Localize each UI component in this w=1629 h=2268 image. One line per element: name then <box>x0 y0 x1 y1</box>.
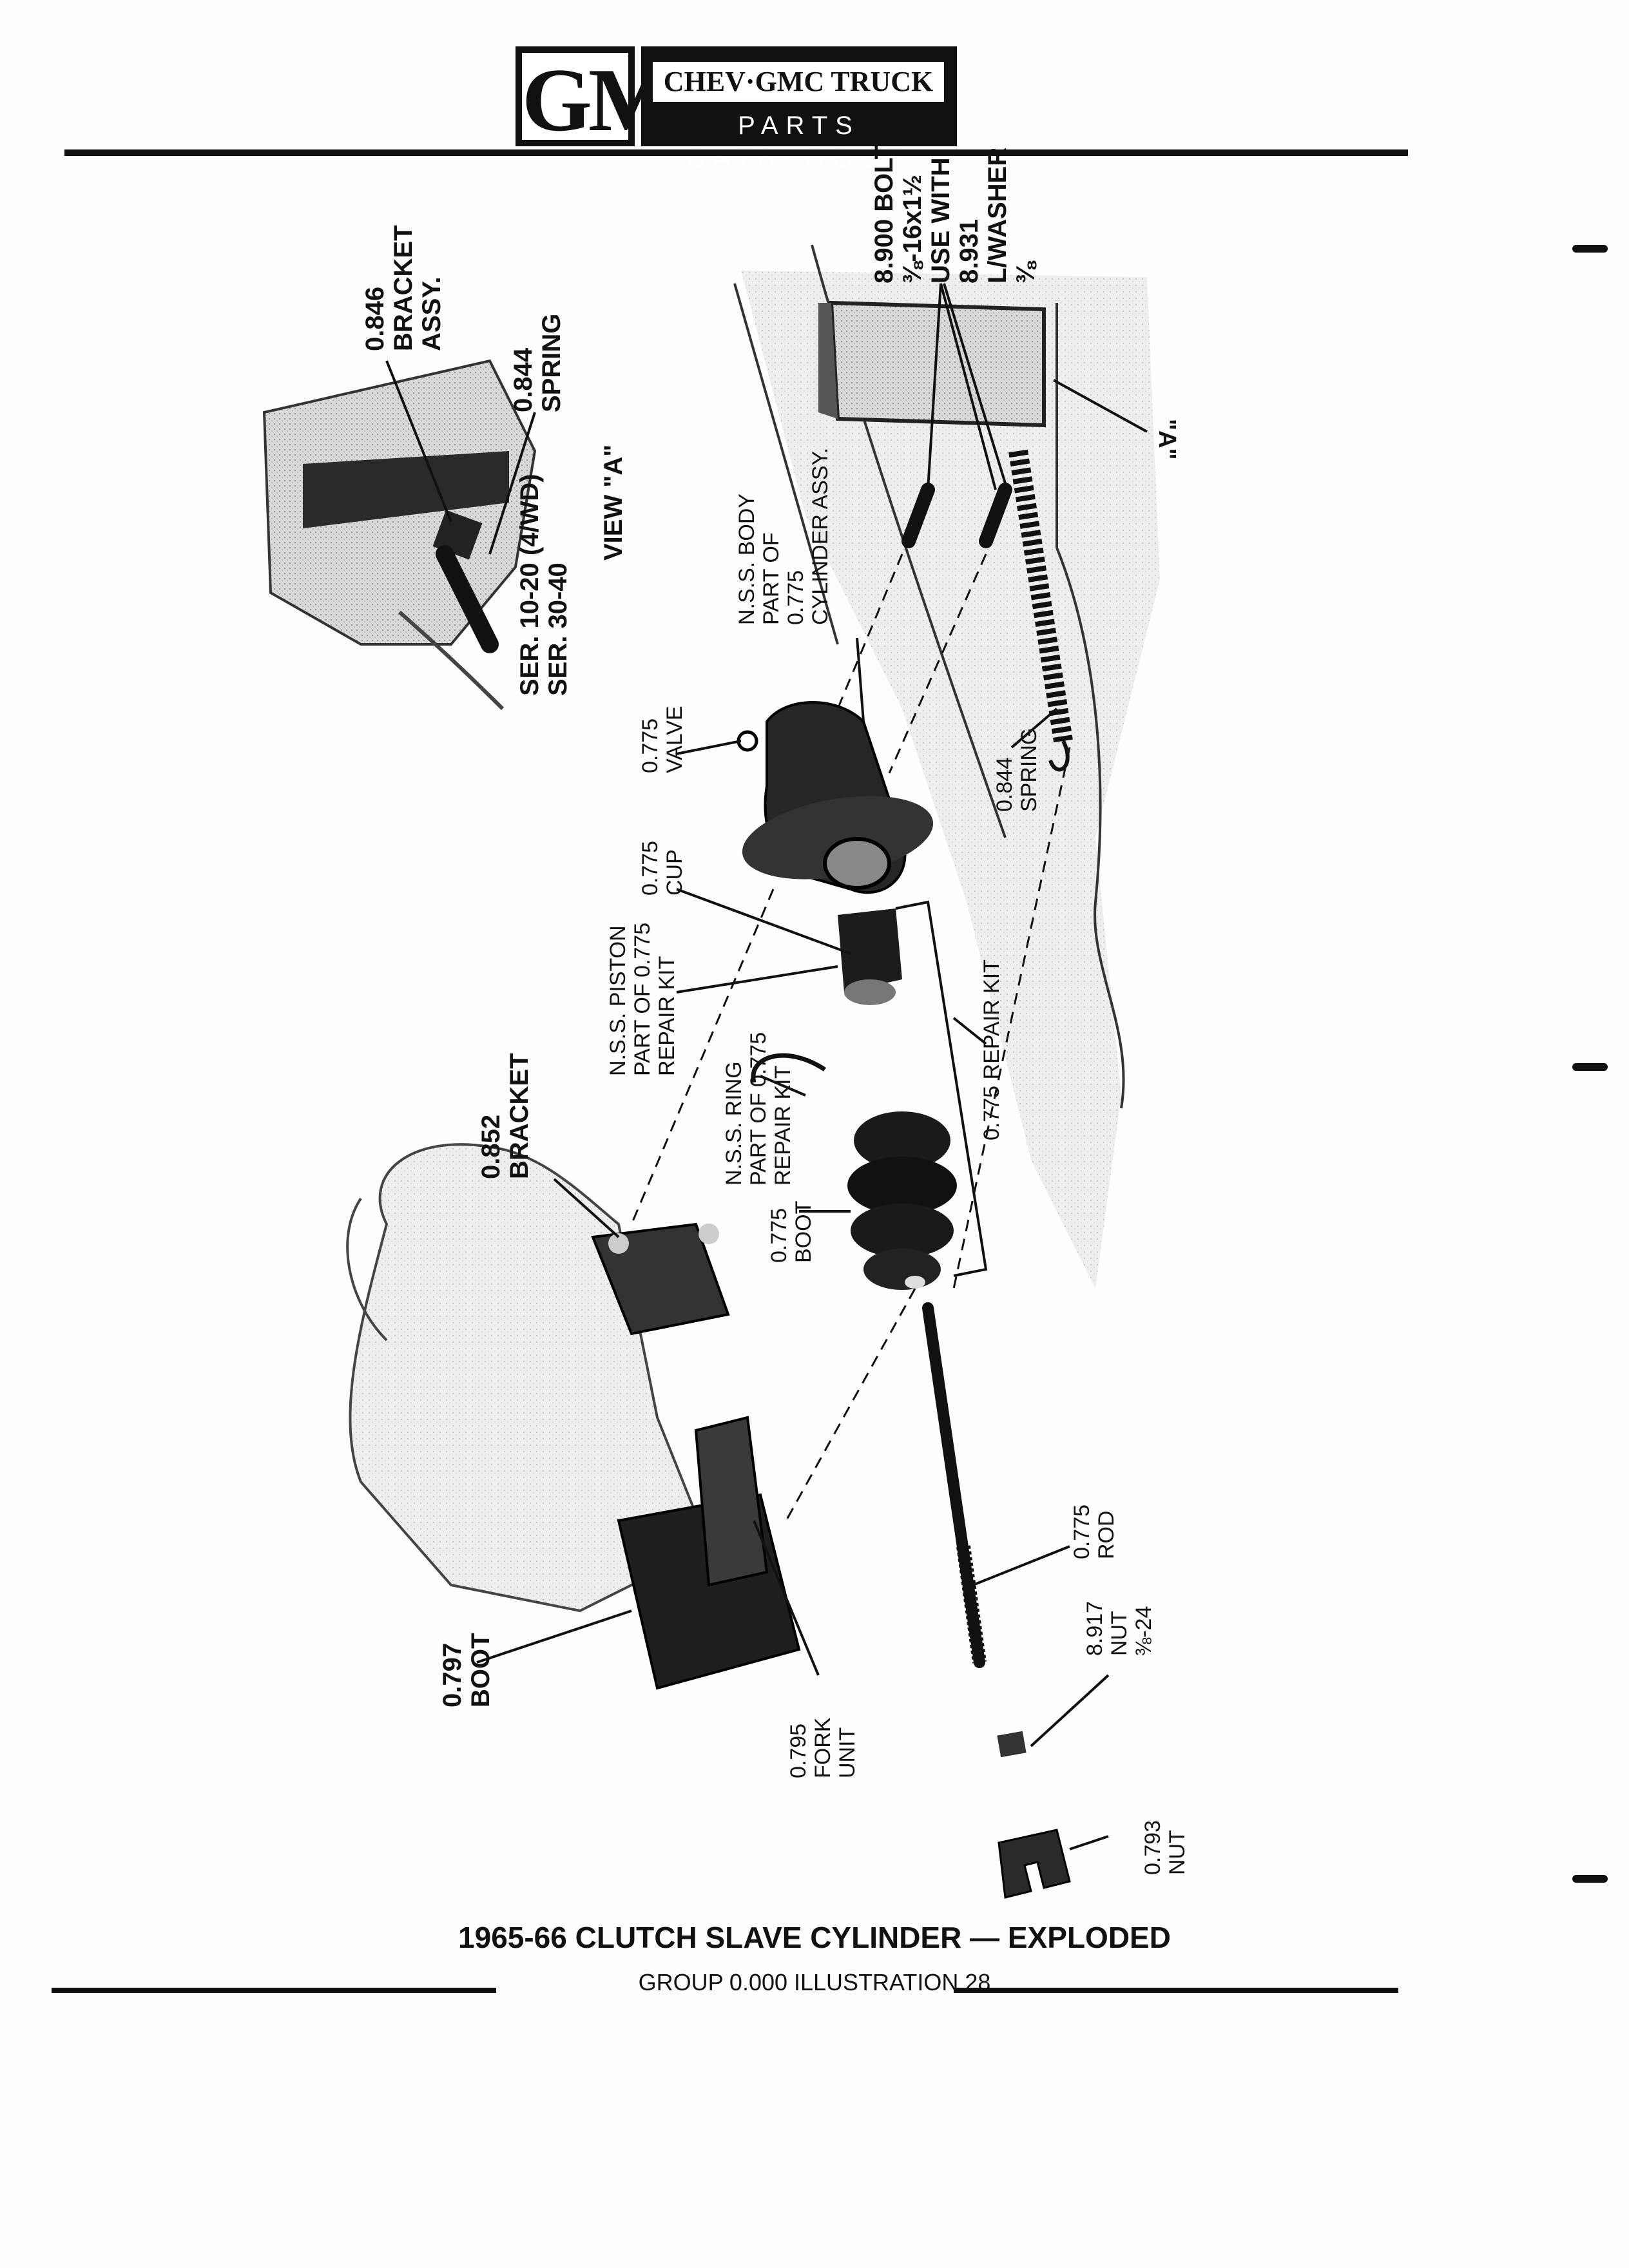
label-bracket-assy-846: 0.846 BRACKET ASSY. <box>361 225 446 351</box>
housing-contour <box>346 1197 388 1341</box>
label-rod-775: 0.775 ROD <box>1070 1504 1119 1559</box>
spring-hook <box>1048 740 1070 772</box>
label-boot-775: 0.775 BOOT <box>767 1200 816 1263</box>
leader-lines <box>385 283 1148 1850</box>
label-view-a: VIEW "A" <box>599 444 628 561</box>
label-nut-793: 0.793 NUT <box>1141 1820 1190 1875</box>
push-rod <box>922 1302 985 1668</box>
bleeder-valve <box>737 730 758 752</box>
label-nss-body: N.S.S. BODY PART OF 0.775 CYLINDER ASSY. <box>735 447 833 625</box>
view-a-tube <box>398 610 505 711</box>
bracket-hole-right <box>699 1224 719 1244</box>
label-repair-kit: 0.775 REPAIR KIT <box>979 959 1004 1140</box>
bracket-852 <box>591 1222 730 1336</box>
label-valve-775: 0.775 VALVE <box>638 706 687 773</box>
label-bracket-852: 0.852 BRACKET <box>477 1053 534 1179</box>
nut-917 <box>997 1731 1027 1758</box>
illustration-group: GROUP 0.000 ILLUSTRATION 28 <box>638 1969 991 1995</box>
label-nss-piston: N.S.S. PISTON PART OF 0.775 REPAIR KIT <box>606 922 679 1076</box>
bracket-hole-left <box>608 1233 629 1254</box>
header-rule <box>64 149 1408 156</box>
view-a-shadow <box>303 451 509 528</box>
label-fork-unit-795: 0.795 FORK UNIT <box>786 1717 860 1778</box>
binder-mark-middle <box>1572 1063 1608 1071</box>
illustration-title: 1965-66 CLUTCH SLAVE CYLINDER — EXPLODED <box>458 1921 1171 1954</box>
label-nss-ring: N.S.S. RING PART OF 0.775 REPAIR KIT <box>722 1032 795 1186</box>
return-spring <box>1008 449 1073 743</box>
repair-kit-bracket <box>895 900 988 1277</box>
catalogue-title-top: CHEV·GMC TRUCK <box>653 62 944 102</box>
label-boot-797: 0.797 BOOT <box>438 1633 495 1707</box>
dust-boot <box>847 1111 957 1290</box>
fork-795 <box>694 1416 769 1587</box>
label-bolt-8900: 8.900 BOLT ⅜-16x1½ USE WITH 8.931 L/WASH… <box>870 143 1040 284</box>
view-a-bolt <box>436 545 499 653</box>
mount-plate-edge <box>818 303 838 419</box>
label-spring-844-right: 0.844 SPRING <box>992 727 1041 812</box>
snap-ring <box>751 1053 826 1083</box>
bolt-left <box>901 483 935 548</box>
piston-face <box>844 979 896 1005</box>
push-rod-thread <box>956 1545 987 1664</box>
catalogue-title-block: CHEV·GMC TRUCK PARTS CATALOGUE <box>641 46 957 172</box>
assembly-center-lines <box>630 553 1071 1521</box>
label-marker-a: "A" <box>1153 419 1181 460</box>
binder-mark-top <box>1572 245 1608 253</box>
piston-cup <box>838 908 902 992</box>
footer-rule-left <box>52 1988 496 1993</box>
footer-rule-right <box>954 1988 1398 1993</box>
frame-rail-background <box>741 271 1160 1289</box>
binder-mark-bottom <box>1572 1875 1608 1883</box>
label-cup-775: 0.775 CUP <box>638 840 687 896</box>
label-nut-917: 8.917 NUT ⅜-24 <box>1083 1600 1156 1656</box>
frame-outline <box>733 244 1125 1109</box>
bolt-right <box>979 483 1012 548</box>
label-series: SER. 10-20 (4/WD) SER. 30-40 <box>516 474 572 696</box>
slave-cylinder-bore <box>823 837 891 890</box>
label-spring-844-top: 0.844 SPRING <box>509 313 566 412</box>
nut-793 <box>998 1829 1071 1899</box>
catalogue-title-bottom: PARTS CATALOGUE <box>686 111 912 172</box>
